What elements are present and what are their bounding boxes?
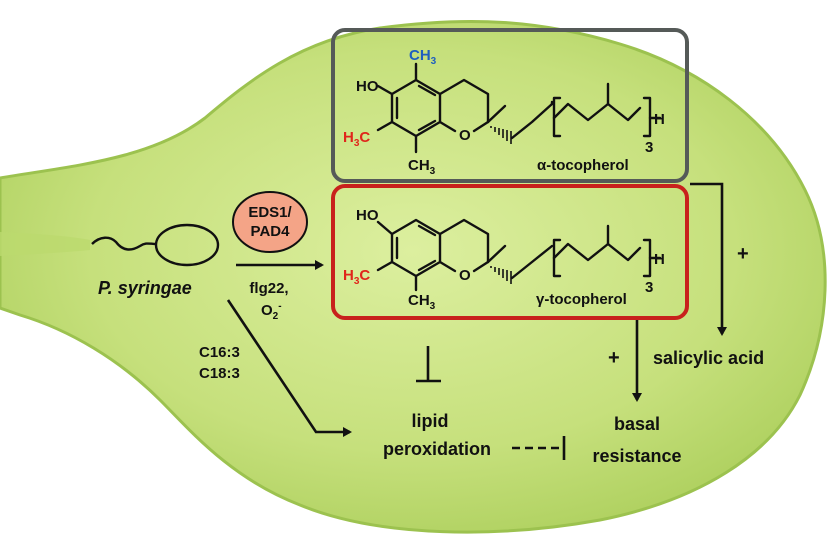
alpha-ho-label: HO — [356, 78, 379, 95]
salicylic-acid-label: salicylic acid — [653, 348, 764, 368]
alpha-repeat-count: 3 — [645, 139, 653, 156]
p-syringae-label: P. syringae — [98, 278, 192, 298]
resistance-label: resistance — [592, 446, 681, 466]
pad4-label: PAD4 — [251, 223, 291, 240]
gamma-repeat-count: 3 — [645, 279, 653, 296]
plus-top: + — [737, 243, 749, 265]
inhibition-tocopherol-lipid — [416, 346, 441, 383]
bacterium-icon — [91, 223, 220, 267]
eds1-pad4-node — [232, 191, 308, 253]
eds1-label: EDS1/ — [248, 204, 292, 221]
gamma-tocopherol-structure — [376, 218, 662, 292]
c16-3-label: C16:3 — [199, 344, 240, 361]
alpha-h3c-label: H3C — [343, 129, 370, 149]
alpha-ch3-top-label: CH3 — [409, 47, 437, 67]
plus-bottom: + — [608, 347, 620, 369]
alpha-ch3-bottom-label: CH3 — [408, 157, 436, 177]
alpha-tocopherol-name: α-tocopherol — [537, 157, 629, 174]
o2-label: O2- — [261, 301, 282, 322]
gamma-tocopherol-name: γ-tocopherol — [536, 291, 627, 308]
flg22-label: flg22, — [249, 280, 288, 297]
peroxidation-label: peroxidation — [383, 439, 491, 459]
gamma-tocopherol-box — [331, 184, 689, 320]
alpha-tocopherol-box — [331, 28, 689, 183]
alpha-o-label: O — [459, 127, 471, 144]
gamma-h-label: H — [654, 251, 665, 268]
gamma-ho-label: HO — [356, 207, 379, 224]
lipid-label: lipid — [412, 411, 449, 431]
arrow-pathogen-to-lipid-peroxidation — [226, 299, 352, 437]
gamma-o-label: O — [459, 267, 471, 284]
gamma-ch3-bottom-label: CH3 — [408, 292, 436, 312]
leaf-stem — [0, 232, 90, 256]
arrow-alpha-to-salicylic-acid — [690, 182, 727, 336]
leaf-background — [0, 19, 827, 534]
alpha-tocopherol-structure — [376, 62, 662, 154]
alpha-h-label: H — [654, 111, 665, 128]
basal-label: basal — [614, 414, 660, 434]
gamma-h3c-label: H3C — [343, 267, 370, 287]
c18-3-label: C18:3 — [199, 365, 240, 382]
dashed-inhibition-lipid-basal — [512, 436, 566, 460]
